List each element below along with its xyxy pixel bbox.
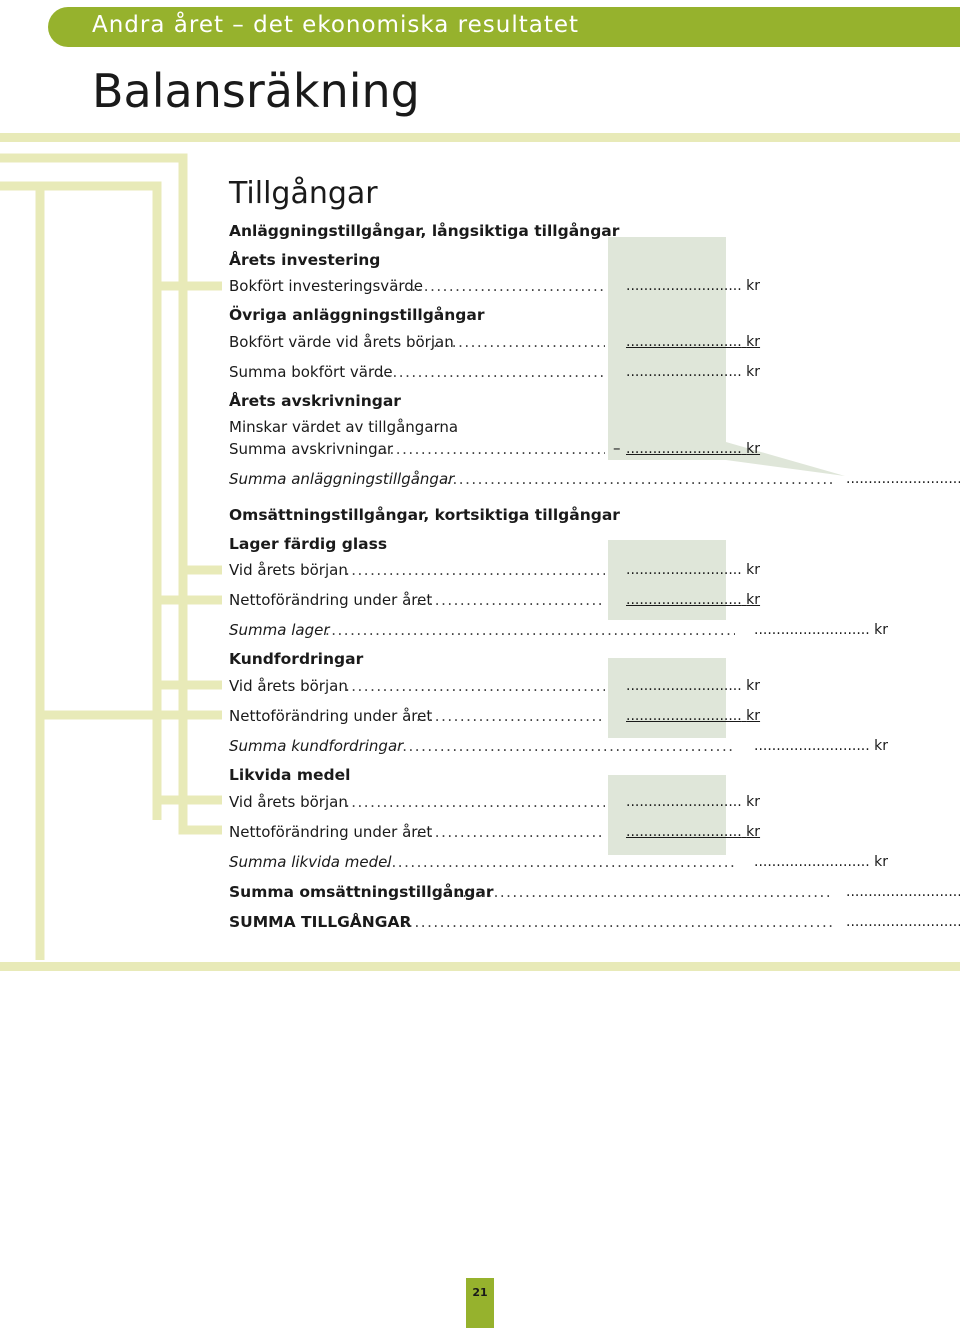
dot-leader: ........................................… [416,591,605,609]
sum-receivables-label: Summa kundfordringar [229,737,404,755]
value-field[interactable]: .......................... kr [846,884,960,900]
stock-heading: Lager färdig glass [229,535,388,553]
dot-leader: ........................................… [345,561,605,579]
dot-leader: ........................................… [440,470,832,488]
dot-leader: ........................................… [433,333,605,351]
depreciation-note: Minskar värdet av tillgångarna [229,418,459,436]
value-field[interactable]: .......................... kr [626,278,761,294]
value-field[interactable]: .......................... kr [626,562,761,578]
value-field[interactable]: .......................... kr [754,854,889,870]
minus-sign: – [613,439,621,457]
other-fixed-heading: Övriga anläggningstillgångar [229,306,485,324]
total-assets-label: SUMMA TILLGÅNGAR [229,913,412,931]
cash-heading: Likvida medel [229,766,351,784]
dot-leader: ........................................… [416,823,605,841]
sum-fixed-label: Summa anläggningstillgångar [229,470,455,488]
value-field[interactable]: .......................... kr [754,622,889,638]
dot-leader: ........................................… [379,853,735,871]
dot-leader: ........................................… [396,737,735,755]
receivables-start-label: Vid årets början [229,677,348,695]
value-field[interactable]: .......................... kr [626,592,761,608]
page-title: Balansräkning [92,64,420,118]
value-field[interactable]: .......................... kr [626,441,761,457]
investment-heading: Årets investering [229,251,381,269]
current-assets-heading: Omsättningstillgångar, kortsiktiga tillg… [229,506,620,524]
investment-label: Bokfört investeringsvärde [229,277,424,295]
header-band [48,7,960,47]
receivables-change-label: Nettoförändring under året [229,707,433,725]
dot-leader: ........................................… [345,793,605,811]
value-field[interactable]: .......................... kr [626,334,761,350]
value-field[interactable]: .......................... kr [846,914,960,930]
dot-leader: ........................................… [345,677,605,695]
depreciation-heading: Årets avskrivningar [229,392,401,410]
dot-leader: ........................................… [377,440,605,458]
dot-leader: ........................................… [325,621,735,639]
cash-change-label: Nettoförändring under året [229,823,433,841]
page-number: 21 [472,1286,488,1299]
top-rule [0,133,960,142]
dot-leader: ........................................… [405,277,605,295]
value-field[interactable]: .......................... kr [846,471,960,487]
book-start-label: Bokfört värde vid årets början [229,333,454,351]
value-field[interactable]: .......................... kr [626,708,761,724]
fixed-assets-heading: Anläggningstillgångar, långsiktiga tillg… [229,222,620,240]
stock-start-label: Vid årets början [229,561,348,579]
value-field[interactable]: .......................... kr [626,364,761,380]
sum-stock-label: Summa lager [229,621,330,639]
page-number-tab: 21 [466,1278,494,1328]
dot-leader: ........................................… [380,363,605,381]
value-field[interactable]: .......................... kr [754,738,889,754]
bottom-rule [0,962,960,971]
sum-depreciation-label: Summa avskrivningar [229,440,394,458]
sum-book-label: Summa bokfört värde [229,363,393,381]
dot-leader: ........................................… [402,913,832,931]
dot-leader: ........................................… [416,707,605,725]
value-field[interactable]: .......................... kr [626,794,761,810]
sum-cash-label: Summa likvida medel [229,853,392,871]
dot-leader: ........................................… [456,883,832,901]
section-title: Andra året – det ekonomiska resultatet [92,12,580,38]
sum-current-label: Summa omsättningstillgångar [229,883,494,901]
stock-change-label: Nettoförändring under året [229,591,433,609]
cash-start-label: Vid årets början [229,793,348,811]
value-field[interactable]: .......................... kr [626,824,761,840]
receivables-heading: Kundfordringar [229,650,364,668]
assets-title: Tillgångar [229,176,378,211]
value-field[interactable]: .......................... kr [626,678,761,694]
